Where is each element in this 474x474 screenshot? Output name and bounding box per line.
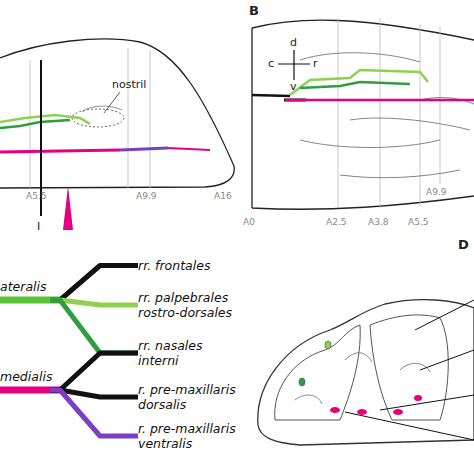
branch-node: rr. palpebrales rostro-dorsales [138,290,238,320]
nerve-branch [290,70,428,95]
figure-label: D [458,238,469,251]
section-contour [295,353,430,404]
figure-label: A5.5 [26,190,46,203]
branch-node: ateralis [0,279,50,303]
nerve-branch [0,150,120,152]
snout-outline [252,20,474,209]
leader-line [104,92,120,113]
branch-name: ateralis [0,279,50,294]
figure-label: A9.9 [136,190,156,203]
leader-line [345,300,474,440]
nerve-branch [252,95,290,96]
figure-label: c [268,57,274,70]
nerve-section [357,409,367,415]
figure-label: A3.8 [368,216,388,229]
figure-label: A2.5 [326,216,346,229]
branch-node: rr. nasales interni [138,338,238,368]
nerve-branch [0,115,90,124]
nerve-branch-connector [50,266,138,301]
nerve-branch [168,148,210,150]
branch-name: rr. palpebrales rostro-dorsales [138,290,238,320]
nerve-branch [285,99,474,102]
nerve-section [330,407,340,413]
branch-name: r. pre-maxillaris ventralis [138,421,250,451]
nerve-section [393,409,403,415]
figure-label: A0 [243,216,255,229]
nerve-branch [300,82,410,88]
figure-label: r [313,57,318,70]
figure-label: A5.5 [408,216,428,229]
branch-node: r. pre-maxillaris dorsalis [138,382,250,412]
section-arrow [63,186,73,230]
figure-label: nostril [112,78,146,91]
branch-node: medialis [0,369,50,393]
nerve-section [299,378,305,386]
nerve-section [414,395,422,401]
nostril-contour [82,106,122,112]
figure-label: d [290,36,297,49]
section-line [30,48,150,188]
branch-name: rr. frontales [138,258,238,273]
branch-name: r. pre-maxillaris dorsalis [138,382,250,412]
branch-node: r. pre-maxillaris ventralis [138,421,250,451]
nerve-branch-connector [50,353,138,390]
nerve-branch-connector [50,300,138,353]
snout-outline [0,39,234,188]
compass [278,50,310,80]
figure-label: B [249,4,259,17]
figure-label: I [37,220,40,233]
figure-label: A9.9 [426,186,446,199]
nerve-branch [120,148,168,150]
nerve-branch-connector [50,390,138,436]
section-lobe [370,315,448,420]
figure-label: A16 [214,190,232,203]
figure-label: v [290,80,297,93]
section-lobe [275,325,361,420]
section-outline [258,300,474,445]
branch-name: medialis [0,369,50,384]
nerve-section [325,341,331,349]
branch-name: rr. nasales interni [138,338,238,368]
section-line [338,18,440,208]
branch-node: rr. frontales [138,258,238,273]
